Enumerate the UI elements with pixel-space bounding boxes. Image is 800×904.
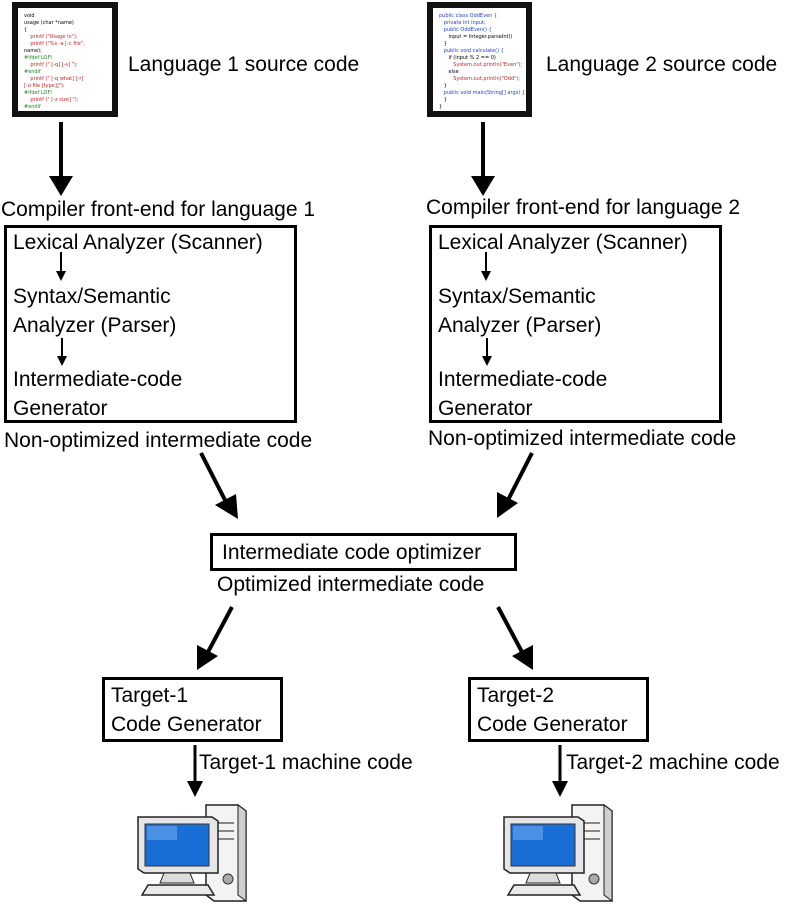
target-1-label-line1: Target-1	[111, 684, 189, 707]
arrowhead-lexical-to-syntax-2	[481, 271, 491, 281]
target-2-label-line1: Target-2	[477, 684, 555, 707]
desktop-computer-icon	[137, 804, 247, 902]
arrowhead-syntax-to-intermediate-1	[57, 356, 67, 366]
arrowhead-frontend1-to-optimizer	[215, 494, 238, 519]
lexical-analyzer-label: Lexical Analyzer (Scanner)	[438, 231, 688, 254]
code-line: void	[24, 13, 35, 19]
frontend-title-language-2: Compiler front-end for language 2	[426, 196, 741, 219]
source-label-language-1: Language 1 source code	[128, 53, 360, 76]
code-line: #ifdef LOFI	[24, 55, 52, 61]
source-code-image-language-2: public class OddEven { private int input…	[427, 2, 532, 117]
code-line: else	[439, 69, 459, 75]
arrowhead-target2-to-computer	[552, 781, 568, 797]
code-line: printf ("%s -a [-c file",	[24, 41, 85, 47]
code-line: [-u file [type]]");	[24, 83, 65, 89]
code-line: if (input % 2 == 0)	[439, 55, 496, 61]
code-line: #endif	[24, 69, 41, 75]
code-line: name);	[24, 48, 42, 54]
target-2-machine-code-label: Target-2 machine code	[566, 751, 780, 774]
code-line: public void calculate() {	[439, 48, 504, 54]
code-line: #endif	[24, 104, 41, 110]
syntax-analyzer-label-line2: Analyzer (Parser)	[438, 314, 602, 337]
target-1-machine-code-label: Target-1 machine code	[199, 751, 413, 774]
arrow-frontend2-to-optimizer	[506, 452, 534, 501]
frontend-box-language-1: Lexical Analyzer (Scanner) Syntax/Semant…	[4, 225, 297, 423]
optimized-code-label: Optimized intermediate code	[217, 573, 485, 596]
code-line: printf (" [-q what] [-r]	[24, 76, 84, 82]
source-code-listing-language-2: public class OddEven { private int input…	[433, 8, 526, 111]
frontend-title-language-1: Compiler front-end for language 1	[1, 198, 316, 221]
arrowhead-source2-to-frontend2	[471, 176, 495, 196]
intermediate-code-generator-label-line2: Generator	[13, 397, 108, 420]
non-optimized-code-label-1: Non-optimized intermediate code	[4, 429, 313, 452]
code-line: #ifdef LOFI	[24, 90, 52, 96]
intermediate-code-generator-label-line1: Intermediate-code	[13, 368, 183, 391]
arrowhead-optimizer-to-target2	[512, 645, 533, 670]
arrowhead-frontend2-to-optimizer	[497, 492, 518, 518]
code-line: public class OddEven {	[439, 13, 498, 19]
code-line: System.out.println("Even");	[439, 62, 523, 68]
arrowhead-source1-to-frontend1	[49, 176, 73, 196]
arrow-optimizer-to-target2	[496, 606, 524, 653]
code-line: {	[24, 27, 28, 33]
syntax-analyzer-label-line1: Syntax/Semantic	[438, 285, 596, 308]
arrow-frontend1-to-optimizer	[199, 452, 228, 503]
code-line: public OddEven() {	[439, 27, 492, 33]
arrowhead-optimizer-to-target1	[197, 645, 218, 670]
code-line: }	[439, 97, 447, 103]
non-optimized-code-label-2: Non-optimized intermediate code	[428, 427, 737, 450]
code-line: System.out.println("Odd");	[439, 76, 521, 82]
frontend-box-language-2: Lexical Analyzer (Scanner) Syntax/Semant…	[429, 225, 722, 423]
target-1-code-generator-box: Target-1 Code Generator	[102, 677, 283, 742]
intermediate-code-optimizer-box: Intermediate code optimizer	[210, 533, 517, 571]
code-line: }	[439, 41, 447, 47]
code-line: input = Integer.parseInt()	[439, 34, 513, 40]
code-line: private int input;	[439, 20, 486, 26]
code-line: printf ("Usage \n");	[24, 34, 78, 40]
syntax-analyzer-label-line1: Syntax/Semantic	[13, 285, 171, 308]
arrowhead-syntax-to-intermediate-2	[482, 356, 492, 366]
optimizer-label: Intermediate code optimizer	[222, 541, 482, 564]
arrowhead-target1-to-computer	[187, 781, 203, 797]
code-line: printf (" [-z size] ");	[24, 97, 79, 103]
arrowhead-lexical-to-syntax-1	[56, 271, 66, 281]
code-line: printf (" [-q] [-s] ");	[24, 62, 78, 68]
intermediate-code-generator-label-line2: Generator	[438, 397, 533, 420]
intermediate-code-generator-label-line1: Intermediate-code	[438, 368, 608, 391]
lexical-analyzer-label: Lexical Analyzer (Scanner)	[13, 231, 263, 254]
target-2-label-line2: Code Generator	[477, 713, 628, 736]
code-line: }	[439, 83, 447, 89]
target-1-label-line2: Code Generator	[111, 713, 262, 736]
syntax-analyzer-label-line2: Analyzer (Parser)	[13, 314, 177, 337]
arrow-optimizer-to-target1	[206, 606, 234, 653]
desktop-computer-icon	[503, 804, 613, 902]
source-label-language-2: Language 2 source code	[546, 53, 778, 76]
target-2-code-generator-box: Target-2 Code Generator	[468, 677, 649, 742]
code-line: usage (char *name)	[24, 20, 74, 26]
code-line: }	[439, 104, 443, 110]
